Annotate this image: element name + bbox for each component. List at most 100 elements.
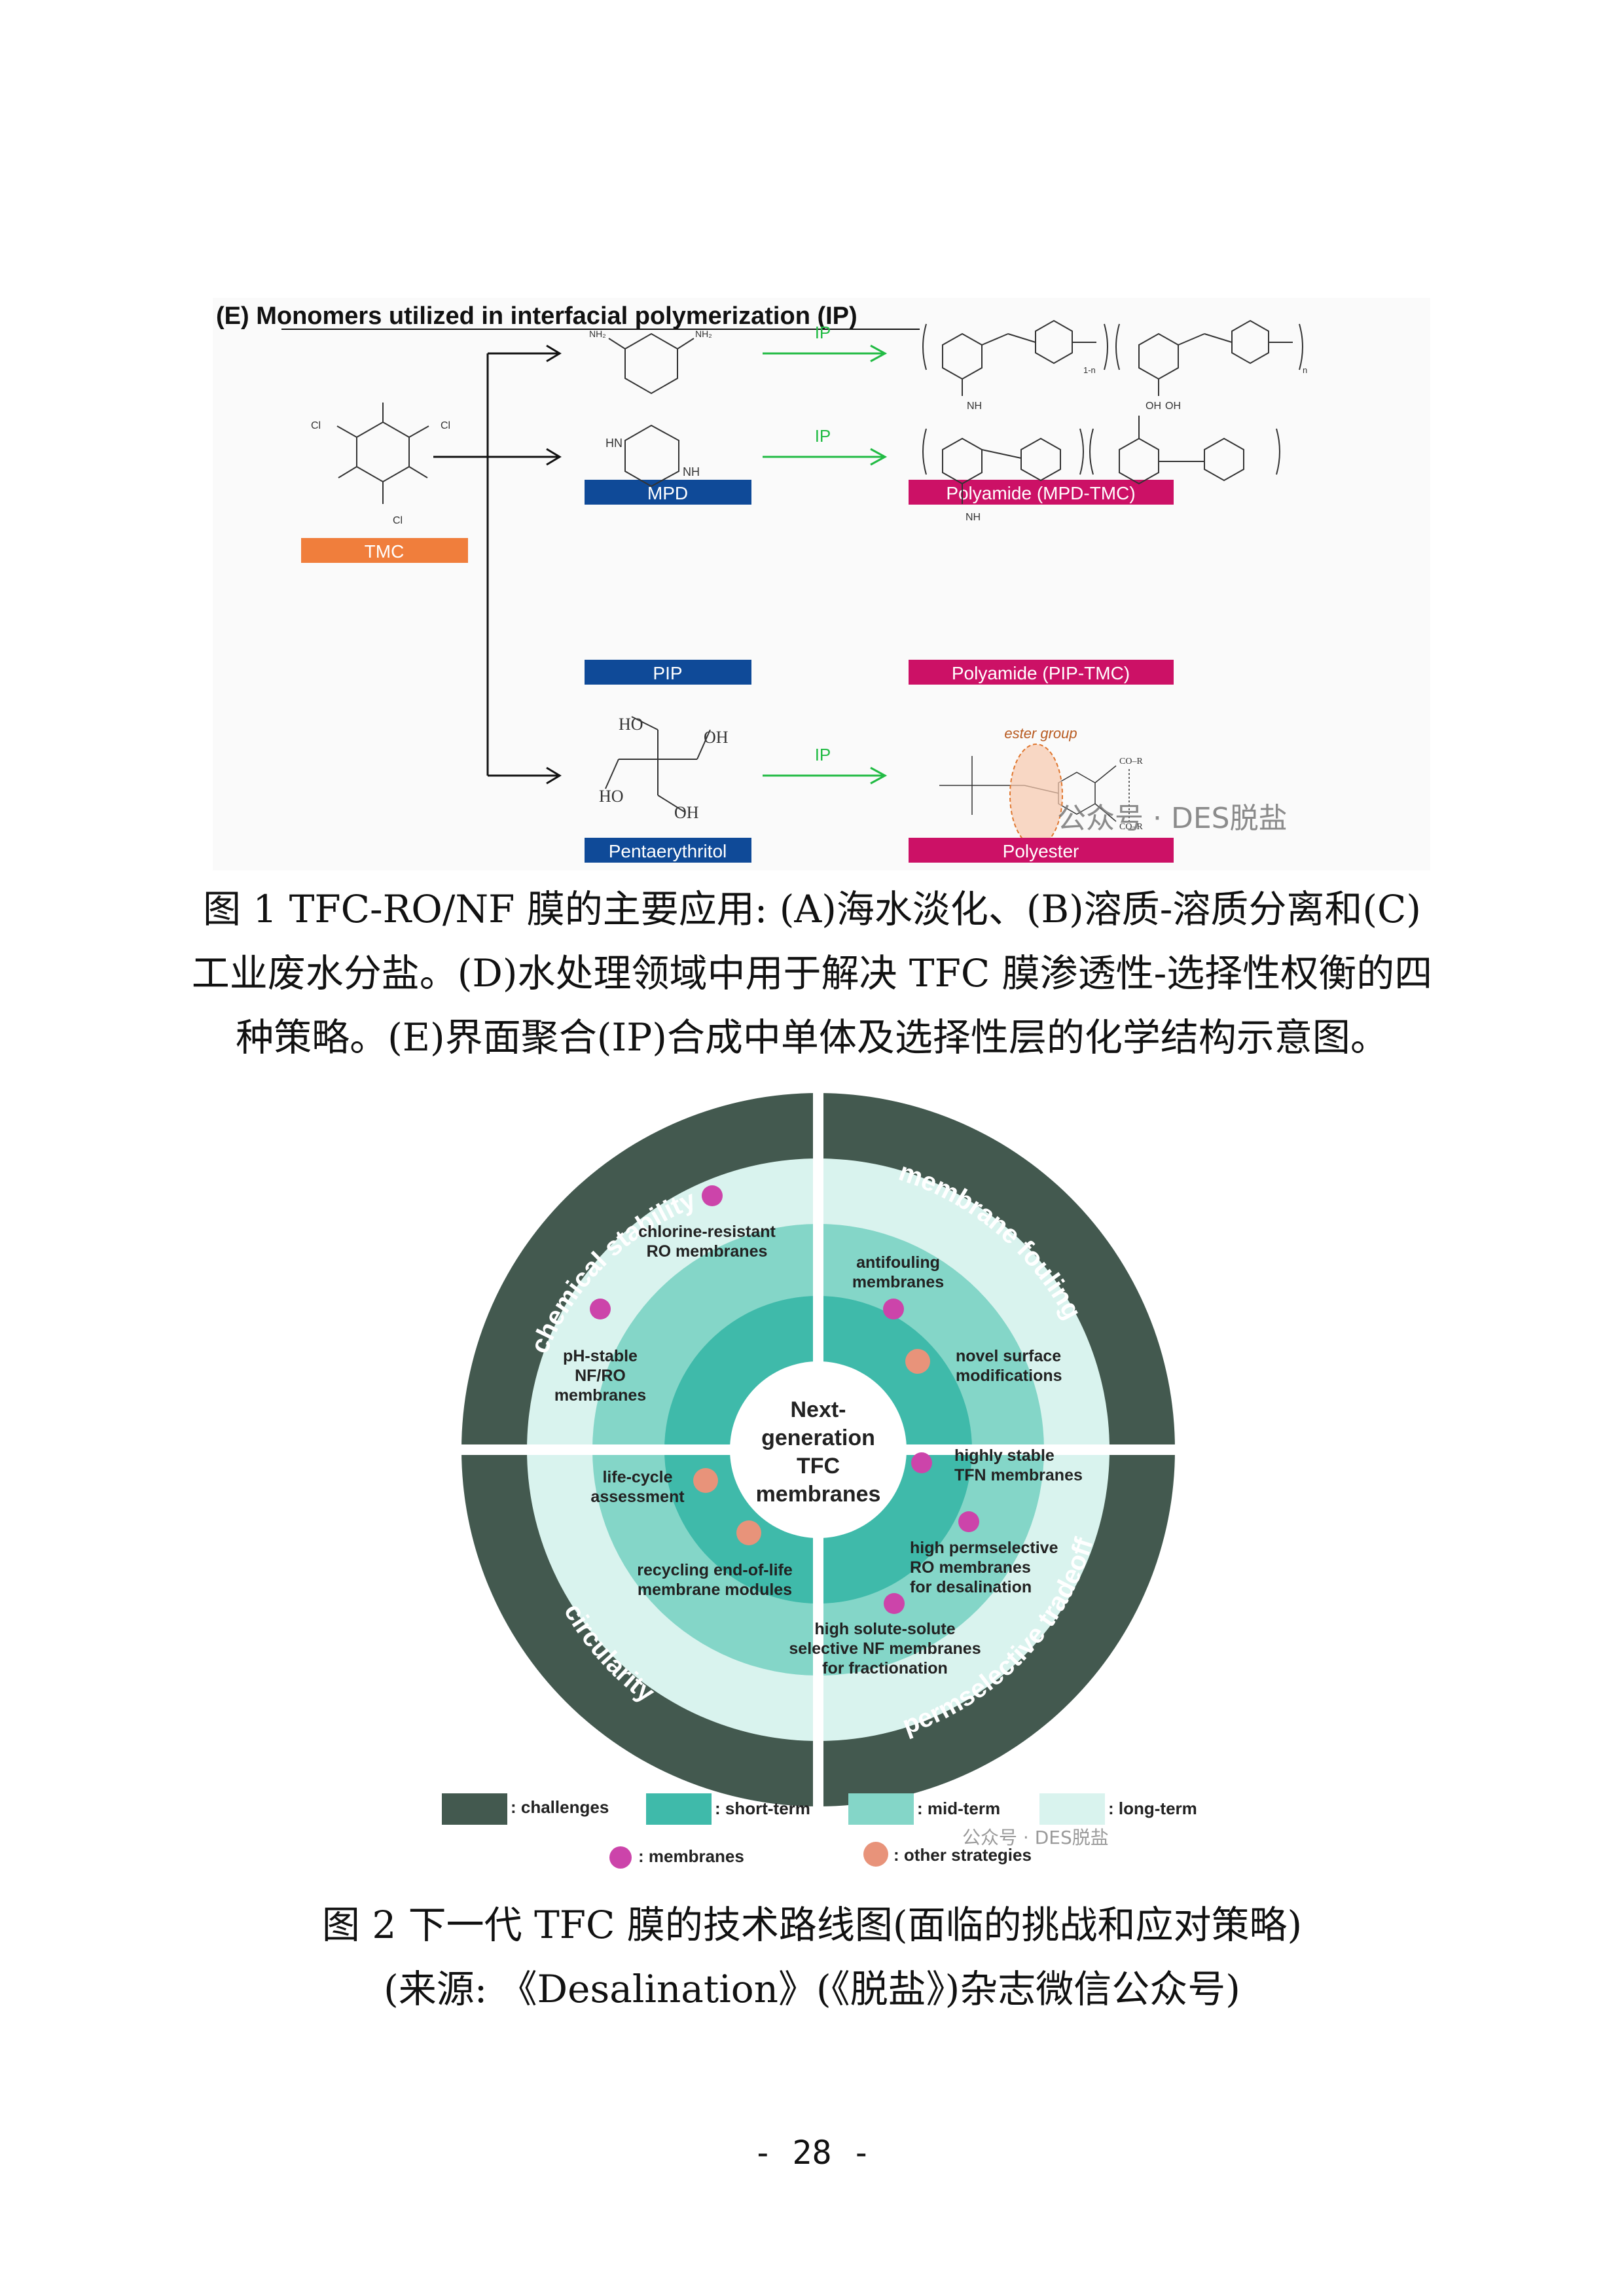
item-chlorine-resistant-2: RO membranes: [647, 1242, 768, 1261]
tmc-atom-cl-1: Cl: [311, 420, 321, 431]
polyamide-pip-nh: NH: [965, 512, 981, 523]
polyamide-pip-label: Polyamide (PIP-TMC): [952, 663, 1130, 683]
dot-high-permselective: [958, 1511, 979, 1532]
dot-life-cycle: [693, 1468, 718, 1493]
tmc-label-box: [301, 538, 468, 563]
branch-arrows: [433, 344, 562, 785]
figure-2-roadmap: chemical stability membrane fouling perm…: [432, 1083, 1204, 1875]
legend-dot-membranes: [609, 1846, 632, 1869]
figure2-watermark: 公众号 · DES脱盐: [962, 1827, 1109, 1848]
item-antifouling-2: membranes: [852, 1273, 944, 1291]
polyamide-pip-structure: [922, 416, 1280, 504]
legend-other: : other strategies: [893, 1845, 1032, 1865]
mpd-label: MPD: [647, 483, 688, 503]
mpd-atom-nh2-1: NH₂: [589, 329, 606, 339]
polyamide-mpd-sub-n: n: [1303, 365, 1307, 375]
center-title: Next- generation TFC membranes: [756, 1397, 881, 1507]
caption1-line2: 工业废水分盐。(D)水处理领域中用于解决 TFC 膜渗透性-选择性权衡的四: [191, 951, 1433, 996]
pentaerythritol-structure: [605, 716, 711, 812]
penta-atom-oh-1: OH: [704, 728, 729, 747]
center-line-1: Next-: [790, 1397, 846, 1422]
penta-label-box: [585, 838, 751, 863]
caption1-line3: 种策略。(E)界面聚合(IP)合成中单体及选择性层的化学结构示意图。: [236, 1015, 1388, 1060]
dot-antifouling: [883, 1299, 904, 1319]
item-high-solute-2: selective NF membranes: [789, 1640, 981, 1658]
legend-dot-other: [863, 1842, 888, 1867]
item-novel-surface-2: modifications: [956, 1367, 1062, 1385]
ip-arrows: [763, 344, 888, 785]
caption2-line1: 图 2 下一代 TFC 膜的技术路线图(面临的挑战和应对策略): [321, 1903, 1303, 1947]
ip-label-2: IP: [815, 426, 831, 446]
dot-tfn: [911, 1452, 932, 1473]
penta-label: Pentaerythritol: [609, 841, 727, 861]
mpd-atom-nh2-2: NH₂: [695, 329, 712, 339]
item-ph-stable-1: pH-stable: [563, 1347, 638, 1365]
legend-swatch-challenges: [442, 1793, 507, 1825]
item-novel-surface-1: novel surface: [956, 1347, 1061, 1365]
item-chlorine-resistant-1: chlorine-resistant: [638, 1223, 776, 1241]
figure1-title: (E) Monomers utilized in interfacial pol…: [216, 302, 857, 330]
legend-swatch-short-term: [646, 1793, 712, 1825]
polyamide-mpd-label: Polyamide (MPD-TMC): [946, 483, 1135, 503]
polyamide-pip-label-box: [909, 660, 1174, 685]
dot-novel-surface: [905, 1349, 930, 1374]
item-high-permselective-1: high permselective: [910, 1539, 1058, 1557]
item-antifouling-1: antifouling: [856, 1253, 940, 1272]
pip-label: PIP: [653, 663, 682, 683]
dot-chlorine-resistant: [702, 1185, 723, 1206]
item-tfn-1: highly stable: [954, 1446, 1055, 1465]
page-number: - 28 -: [753, 2134, 871, 2172]
figure-1-caption: 图 1 TFC-RO/NF 膜的主要应用: (A)海水淡化、(B)溶质-溶质分离…: [131, 877, 1493, 1069]
tmc-atom-cl-3: Cl: [393, 515, 403, 526]
legend-challenges: : challenges: [511, 1797, 609, 1817]
polyamide-mpd-oh: OH: [1165, 401, 1181, 412]
caption2-line2: (来源: 《Desalination》(《脱盐》)杂志微信公众号): [384, 1967, 1240, 2011]
ip-label-1: IP: [815, 323, 831, 342]
polyester-co-r-1: CO–R: [1119, 757, 1143, 766]
center-line-2: generation: [761, 1426, 875, 1450]
polyamide-pip-oh: OH: [1146, 401, 1161, 412]
item-ph-stable-3: membranes: [554, 1386, 646, 1405]
legend-swatch-mid-term: [848, 1793, 914, 1825]
legend-long-term: : long-term: [1108, 1799, 1197, 1818]
legend-membranes: : membranes: [638, 1846, 744, 1866]
ip-label-3: IP: [815, 745, 831, 764]
mpd-structure: [608, 332, 695, 395]
polyester-label: Polyester: [1003, 841, 1079, 861]
item-recycling-2: membrane modules: [638, 1581, 792, 1599]
mpd-label-box: [585, 480, 751, 505]
dot-ph-stable: [590, 1299, 611, 1319]
figure-2-caption: 图 2 下一代 TFC 膜的技术路线图(面临的挑战和应对策略) (来源: 《De…: [131, 1893, 1493, 2021]
figure1-watermark: 公众号 · DES脱盐: [1057, 802, 1288, 835]
penta-atom-oh-2: OH: [674, 803, 699, 822]
dot-high-solute: [884, 1593, 905, 1614]
polyester-co-r-2: CO–R: [1119, 822, 1143, 832]
center-line-3: TFC: [797, 1454, 840, 1479]
pip-atom-nh: NH: [683, 465, 700, 478]
item-recycling-1: recycling end-of-life: [637, 1561, 793, 1579]
item-life-cycle-1: life-cycle: [602, 1468, 672, 1486]
dot-recycling: [736, 1520, 761, 1545]
item-high-solute-3: for fractionation: [822, 1659, 948, 1677]
item-life-cycle-2: assessment: [590, 1488, 685, 1506]
polyamide-mpd-label-box: [909, 480, 1174, 505]
pip-atom-hn: HN: [605, 437, 623, 450]
ester-group-highlight: [1009, 744, 1063, 847]
center-line-4: membranes: [756, 1482, 881, 1507]
item-high-solute-1: high solute-solute: [814, 1620, 955, 1638]
pip-label-box: [585, 660, 751, 685]
item-high-permselective-2: RO membranes: [910, 1558, 1031, 1577]
item-ph-stable-2: NF/RO: [575, 1367, 626, 1385]
figure-1-monomers: (E) Monomers utilized in interfacial pol…: [213, 298, 1430, 870]
item-high-permselective-3: for desalination: [910, 1578, 1032, 1596]
tmc-label: TMC: [365, 541, 405, 562]
penta-atom-ho-1: HO: [619, 715, 643, 734]
ester-group-label: ester group: [1004, 725, 1077, 742]
polyester-label-box: [909, 838, 1174, 863]
tmc-atom-cl-2: Cl: [441, 420, 450, 431]
polyamide-mpd-sub-1n: 1-n: [1083, 365, 1096, 375]
legend: : challenges : short-term : mid-term : l…: [442, 1793, 1197, 1869]
tmc-structure: [336, 403, 429, 504]
caption1-line1: 图 1 TFC-RO/NF 膜的主要应用: (A)海水淡化、(B)溶质-溶质分离…: [202, 887, 1422, 931]
polyamide-mpd-structure: [922, 319, 1303, 396]
